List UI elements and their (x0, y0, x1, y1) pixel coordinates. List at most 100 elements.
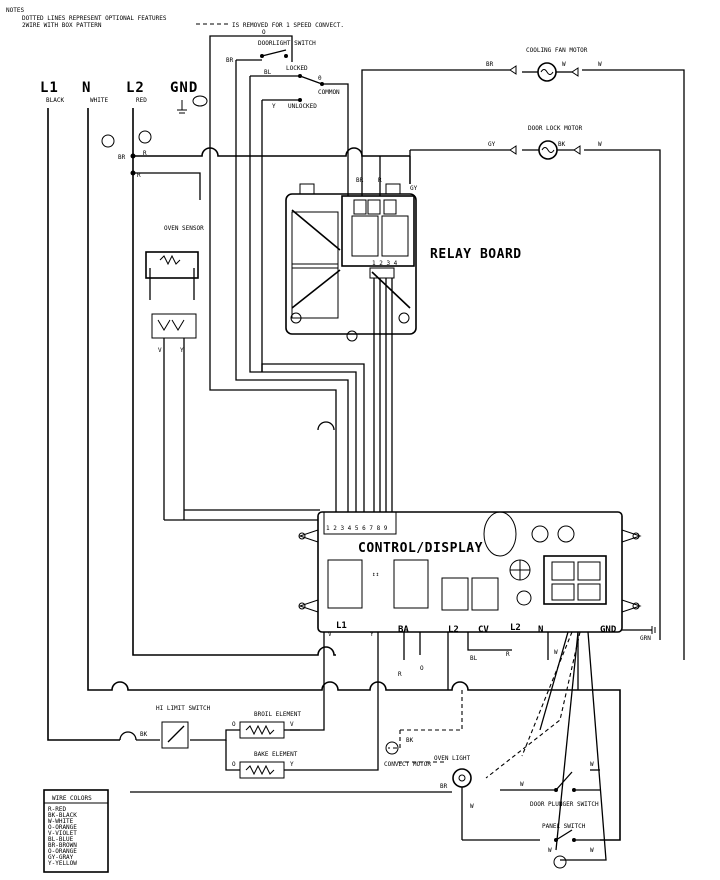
l1-wire (47, 108, 120, 741)
doorlight-switch-label: DOORLIGHT SWITCH (258, 40, 316, 47)
ground-label: GRN (640, 635, 651, 642)
hi-limit-switch: HI LIMIT SWITCH BK (119, 705, 240, 771)
wire-color-entry: W-WHITE (48, 818, 74, 825)
notes-line-1: DOTTED LINES REPRESENT OPTIONAL FEATURES (22, 15, 167, 22)
svg-text:BR: BR (440, 783, 448, 790)
svg-text:R: R (143, 150, 147, 157)
door-plunger-label: DOOR PLUNGER SWITCH (530, 801, 599, 808)
broil-element-label: BROIL ELEMENT (254, 711, 301, 718)
svg-text:W: W (598, 141, 602, 148)
n-wire (87, 108, 621, 841)
svg-text:GY: GY (410, 185, 418, 192)
wire-color-entry: O-ORANGE (48, 848, 77, 855)
oven-light-label: OVEN LIGHT (434, 755, 471, 762)
door-plunger-switch: DOOR PLUNGER SWITCH W W (500, 761, 600, 808)
terminal-gnd: GND (600, 625, 617, 635)
supply-n-label: N (82, 80, 91, 96)
convect-motor: CONVECT MOTOR BK (384, 737, 431, 768)
svg-text:W: W (598, 61, 602, 68)
wire-color-entry: BK-BLACK (48, 812, 77, 819)
common-label: COMMON (318, 89, 340, 96)
svg-text:↕↕: ↕↕ (372, 571, 379, 578)
wire-color-entry: BL-BLUE (48, 836, 74, 843)
svg-text:O: O (420, 665, 424, 672)
wire-color-entry: GY-GRAY (48, 854, 74, 861)
svg-text:W: W (562, 61, 566, 68)
harness-wires (209, 278, 393, 520)
panel-switch: PANEL SWITCH W W (542, 823, 600, 869)
terminal-l1: L1 (336, 621, 347, 631)
svg-text:V: V (158, 347, 162, 354)
svg-text:W: W (520, 781, 524, 788)
supply-labels: L1 N L2 GND BLACK WHITE RED (40, 80, 208, 114)
notes-block: NOTES DOTTED LINES REPRESENT OPTIONAL FE… (6, 7, 344, 29)
svg-text:W: W (470, 803, 474, 810)
svg-text:0: 0 (318, 75, 322, 82)
svg-text:Y: Y (272, 103, 276, 110)
supply-wires: BR R R (47, 108, 621, 841)
wire-color-entry: BR-BROWN (48, 842, 77, 849)
svg-text:W: W (548, 847, 552, 854)
hi-limit-label: HI LIMIT SWITCH (156, 705, 211, 712)
supply-l1-color: BLACK (46, 97, 64, 104)
svg-text:O: O (232, 761, 236, 768)
locked-label: LOCKED (286, 65, 308, 72)
supply-l2-color: RED (136, 97, 147, 104)
notes-line-3: IS REMOVED FOR 1 SPEED CONVECT. (232, 22, 344, 29)
l2-wire (132, 108, 336, 656)
svg-text:BK: BK (140, 731, 148, 738)
svg-text:R: R (506, 651, 510, 658)
svg-text:Y: Y (180, 347, 184, 354)
relay-board-label: RELAY BOARD (430, 247, 522, 262)
svg-text:W: W (590, 761, 594, 768)
ground-symbol-top (192, 95, 208, 107)
oven-sensor-label: OVEN SENSOR (164, 225, 204, 232)
svg-text:Y: Y (290, 761, 294, 768)
supply-gnd-label: GND (170, 80, 198, 96)
door-lock-motor: DOOR LOCK MOTOR GY BK W (409, 125, 661, 640)
svg-text:O: O (232, 721, 236, 728)
svg-text:BR: BR (118, 154, 126, 161)
wire-color-entry: Y-YELLOW (48, 860, 77, 867)
wire-color-entry: O-ORANGE (48, 824, 77, 831)
supply-l2-label: L2 (126, 80, 145, 96)
panel-switch-label: PANEL SWITCH (542, 823, 586, 830)
convect-motor-label: CONVECT MOTOR (384, 761, 431, 768)
svg-text:BK: BK (558, 141, 566, 148)
cooling-fan-label: COOLING FAN MOTOR (526, 47, 588, 54)
svg-text:O: O (262, 29, 266, 36)
wire-color-legend: WIRE COLORS R-RED BK-BLACK W-WHITE O-ORA… (43, 789, 109, 873)
lower-wiring: R O BL R W (290, 631, 607, 861)
svg-text:R: R (398, 671, 402, 678)
terminal-ba: BA (398, 625, 409, 635)
control-connector-pins: 1 2 3 4 5 6 7 8 9 (326, 525, 388, 532)
svg-text:W: W (554, 649, 558, 656)
svg-text:BR: BR (486, 61, 494, 68)
wire-colors-title: WIRE COLORS (52, 795, 92, 802)
door-lock-motor-label: DOOR LOCK MOTOR (528, 125, 583, 132)
svg-text:BL: BL (264, 69, 272, 76)
unlocked-label: UNLOCKED (288, 103, 317, 110)
svg-text:Y: Y (370, 631, 374, 638)
door-lock-switches: O DOORLIGHT SWITCH BR LOCKED BL 0 COMMON… (209, 29, 349, 372)
svg-text:W: W (590, 847, 594, 854)
control-display: 1 2 3 4 5 6 7 8 9 CONTROL/DISPLAY ↕↕ L1 … (298, 511, 656, 642)
bake-element-label: BAKE ELEMENT (254, 751, 298, 758)
cooling-fan-motor: COOLING FAN MOTOR BR W W (361, 47, 685, 660)
notes-heading: NOTES (6, 7, 24, 14)
terminal-cv: CV (478, 625, 489, 635)
oven-sensor: OVEN SENSOR V Y (145, 225, 320, 521)
elements: BROIL ELEMENT O V BAKE ELEMENT O Y (232, 711, 301, 779)
relay-pins-label: 1 2 3 4 (372, 260, 398, 267)
relay-board: 1 2 3 4 BR R GY RELAY BOARD (285, 150, 522, 342)
notes-line-2: 2WIRE WITH BOX PATTERN (22, 22, 102, 29)
svg-text:V: V (290, 721, 294, 728)
supply-l1-label: L1 (40, 80, 59, 96)
svg-text:V: V (328, 631, 332, 638)
svg-text:BL: BL (470, 655, 478, 662)
terminal-n: N (538, 625, 543, 635)
oven-light: OVEN LIGHT BR W (130, 755, 540, 841)
control-display-label: CONTROL/DISPLAY (358, 541, 483, 556)
svg-text:GY: GY (488, 141, 496, 148)
